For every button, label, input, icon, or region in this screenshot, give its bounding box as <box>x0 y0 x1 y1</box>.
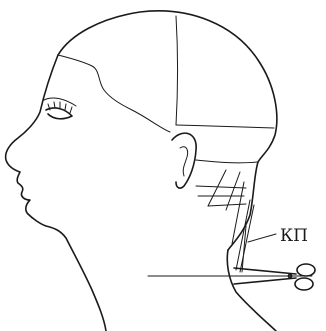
hair-section-lines <box>58 16 274 163</box>
scissors-handle-lower <box>295 278 313 290</box>
hair-strand <box>208 204 246 206</box>
ear-inner <box>180 147 188 176</box>
neck-back <box>227 250 276 331</box>
scissors-blade-lower <box>234 278 296 284</box>
head-outline <box>6 11 277 331</box>
callout: КП <box>248 226 308 246</box>
front-hairline <box>58 55 170 132</box>
ear-outline <box>172 133 196 188</box>
ear <box>172 133 196 188</box>
scissors-handle-upper <box>297 264 315 276</box>
hair-strand <box>196 186 246 188</box>
hair-strand <box>208 170 226 206</box>
hair-strand <box>232 182 244 244</box>
scissors-blade-upper <box>234 268 296 274</box>
occipital-line <box>196 160 258 163</box>
nape-hair <box>196 170 254 272</box>
callout-label: КП <box>280 226 308 246</box>
scissors-icon <box>234 264 315 290</box>
horizontal-parting <box>176 125 274 128</box>
eye-group <box>44 98 76 119</box>
face-profile <box>6 55 106 331</box>
vertical-parting <box>176 16 178 125</box>
callout-leader-line <box>248 234 276 242</box>
hair-strand <box>242 226 246 272</box>
